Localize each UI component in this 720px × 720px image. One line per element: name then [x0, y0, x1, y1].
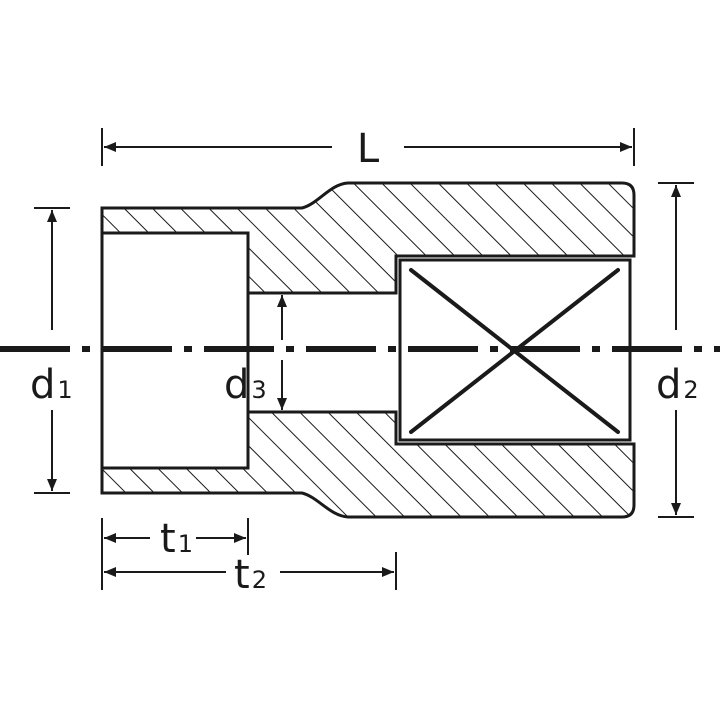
label-length: L — [357, 126, 380, 172]
label-d1: d1 — [30, 362, 73, 408]
label-t2: t2 — [234, 552, 267, 598]
dimension-length — [101, 128, 635, 166]
hatched-wall-bottom — [100, 410, 636, 519]
hatched-wall-top — [100, 181, 636, 295]
dimension-t1 — [101, 518, 249, 590]
label-d3: d3 — [224, 362, 267, 408]
label-d2: d2 — [656, 362, 699, 408]
dimension-d1 — [34, 207, 70, 494]
dimension-t2 — [104, 552, 397, 590]
dimension-d2 — [658, 182, 694, 518]
label-t1: t1 — [160, 516, 193, 562]
